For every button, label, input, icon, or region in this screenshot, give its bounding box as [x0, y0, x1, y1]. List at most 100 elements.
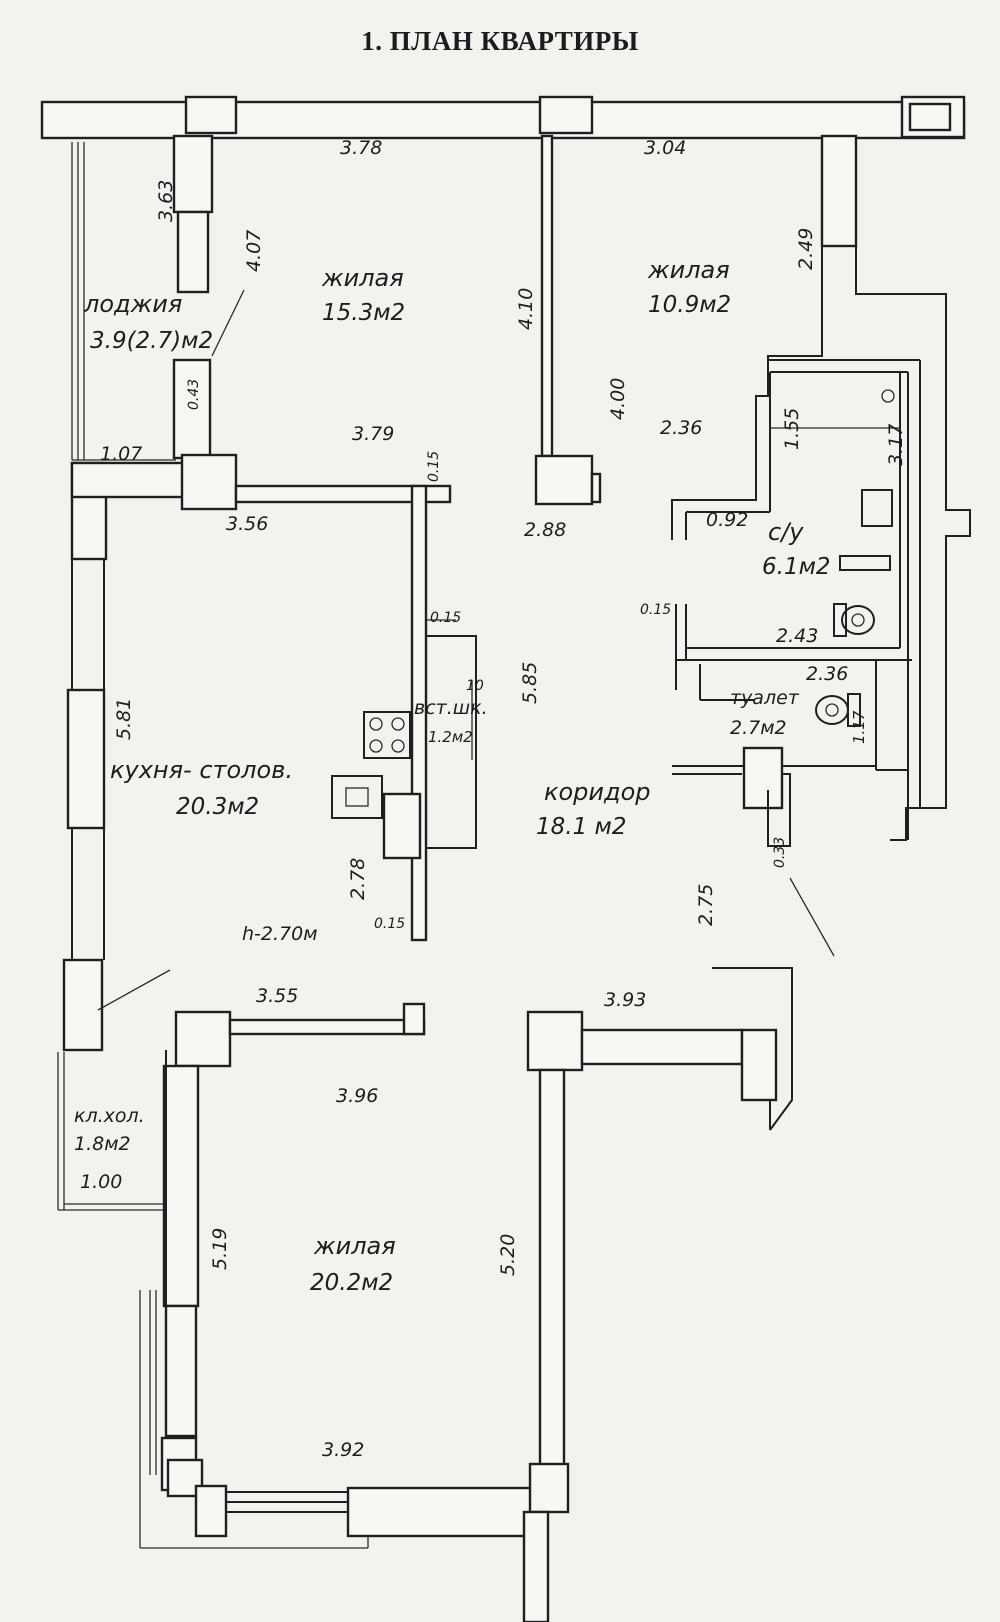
column-toilet	[742, 746, 784, 810]
living-rooms-partition	[540, 134, 554, 458]
dim-393: 3.93	[604, 989, 646, 1011]
room-closet-name: вст.шк.	[414, 697, 488, 719]
dim-236b: 2.36	[806, 663, 848, 685]
dim-278: 2.78	[347, 858, 369, 900]
plan-title: 1. ПЛАН КВАРТИРЫ	[361, 26, 639, 56]
loggia-door-jamb	[172, 358, 212, 460]
ceiling-height: h-2.70м	[242, 923, 318, 945]
dim-363: 3.63	[155, 180, 177, 222]
dim-410: 4.10	[515, 288, 537, 330]
dim-249: 2.49	[795, 228, 817, 270]
corridor-door-swing	[789, 877, 835, 957]
room-labels: жилая 15.3м2 жилая 10.9м2 лоджия 3.9(2.7…	[74, 256, 831, 1296]
column-corridor-top-tab	[590, 472, 602, 504]
dim-100: 1.00	[80, 1171, 122, 1193]
room-living2-name: жилая	[647, 256, 730, 284]
column-kitchen-top	[180, 453, 238, 511]
column-corridor-bottom	[526, 1010, 584, 1072]
dim-015a: 0.15	[426, 451, 442, 482]
dimension-labels: 3.78 3.04 3.63 4.07 4.10 2.49 0.43 1.07 …	[80, 137, 907, 1461]
dim-392: 3.92	[322, 1439, 364, 1461]
sink-bowl	[345, 787, 369, 807]
room-bathroom-area: 6.1м2	[762, 554, 831, 580]
top-wall	[40, 100, 966, 140]
bedroom3-left-lower	[164, 1304, 198, 1438]
room-living2-area: 10.9м2	[648, 292, 731, 318]
left-pier-low	[62, 958, 104, 1052]
dim-520: 5.20	[497, 1234, 519, 1276]
bedroom3-top-wall	[228, 1018, 426, 1036]
toilet-door-jamb	[767, 773, 791, 847]
room-loggia-area: 3.9(2.7)м2	[90, 328, 213, 354]
burner-4	[391, 739, 405, 753]
bedroom3-bottom-pier	[194, 1484, 228, 1538]
dim-117: 1.17	[850, 710, 868, 744]
room-kitchen-name: кухня- столов.	[110, 756, 293, 784]
sink	[331, 775, 383, 819]
bath-drain	[881, 389, 895, 403]
room-closet-area: 1.2м2	[428, 728, 473, 746]
room-corridor-area: 18.1 м2	[536, 814, 627, 840]
built-in-closet	[425, 635, 477, 849]
room-toilet-area: 2.7м2	[730, 717, 787, 739]
bedroom3-top-wall-end	[402, 1002, 426, 1036]
room-bathroom-name: с/у	[768, 518, 804, 546]
dim-10: 10	[466, 678, 484, 694]
bath-left-wall-outline	[671, 246, 823, 540]
bath-washer	[839, 555, 891, 571]
burner-1	[369, 717, 383, 731]
dim-092: 0.92	[706, 509, 748, 531]
kitchen-riser	[382, 792, 422, 860]
loggia-door-swing	[211, 289, 245, 357]
dim-400: 4.00	[607, 378, 629, 420]
dim-396: 3.96	[336, 1085, 378, 1107]
column-top-right-inner	[908, 102, 952, 132]
room-loggia-name: лоджия	[83, 290, 182, 318]
column-top-left	[184, 95, 238, 135]
bath-toilet-bowl	[851, 613, 865, 627]
right-shaft-upper	[820, 134, 858, 248]
toilet-bowl-inner	[825, 703, 839, 717]
kitchen-door-swing	[97, 969, 171, 1011]
dim-585: 5.85	[519, 662, 541, 704]
fixtures	[211, 289, 895, 860]
room-living3-area: 20.2м2	[310, 1270, 393, 1296]
dim-107: 1.07	[100, 443, 142, 465]
bath-sink	[861, 489, 893, 527]
dim-379: 3.79	[352, 423, 394, 445]
kitchen-top-wall	[234, 484, 452, 504]
bedroom3-right-extension	[522, 1510, 550, 1622]
dim-243: 2.43	[776, 625, 818, 647]
left-pier-mid	[66, 688, 106, 830]
bedroom3-bottom-wall	[346, 1486, 540, 1538]
bedroom3-left-wall	[162, 1064, 200, 1308]
dim-155: 1.55	[781, 408, 803, 450]
dim-356: 3.56	[226, 513, 268, 535]
dim-015d: 0.15	[374, 916, 405, 932]
dim-355: 3.55	[256, 985, 298, 1007]
column-bedroom3-br	[528, 1462, 570, 1514]
dim-317: 3.17	[885, 424, 907, 466]
column-top-mid	[538, 95, 594, 135]
stair-wall-horizontal	[580, 1028, 744, 1066]
dim-236a: 2.36	[660, 417, 702, 439]
room-toilet-name: туалет	[730, 687, 800, 709]
stove	[363, 711, 411, 759]
stair-outline	[712, 967, 793, 1131]
room-kitchen-area: 20.3м2	[176, 794, 259, 820]
dim-275: 2.75	[695, 884, 717, 926]
column-bedroom3-top	[174, 1010, 232, 1068]
column-corridor-top	[534, 454, 594, 506]
dim-015c: 0.15	[430, 610, 461, 626]
dim-378: 3.78	[340, 137, 382, 159]
loggia-partition-upper	[172, 134, 214, 214]
right-service-wall	[822, 245, 971, 841]
dim-519: 5.19	[209, 1228, 231, 1270]
toilet-tank	[847, 693, 861, 727]
walls	[40, 95, 971, 1622]
dim-043: 0.43	[186, 379, 202, 410]
bath-toilet-tank	[833, 603, 847, 637]
dim-581: 5.81	[113, 698, 135, 740]
stair-column	[740, 1028, 778, 1102]
